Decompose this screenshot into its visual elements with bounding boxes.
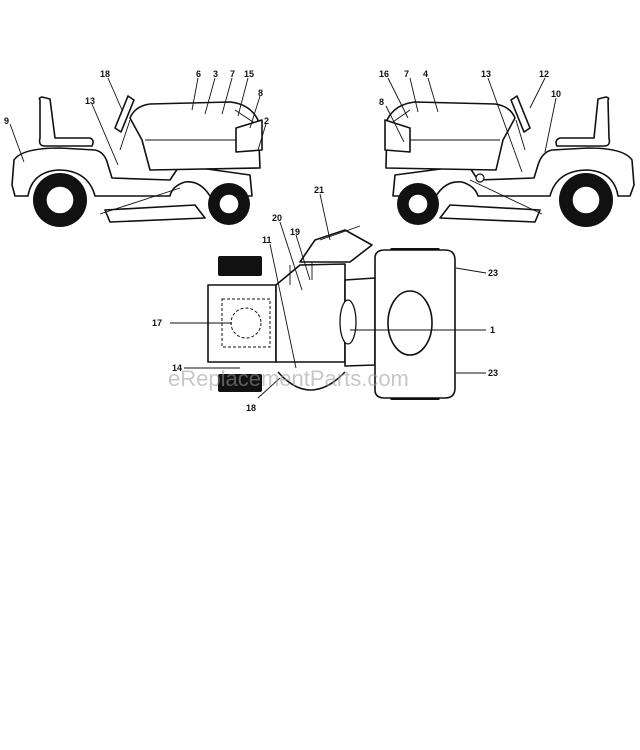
callout-18-left: 18 (100, 69, 110, 79)
watermark: eReplacementParts.com (168, 366, 409, 391)
callout-1-top: 1 (490, 325, 495, 335)
callout-8-left: 8 (258, 88, 263, 98)
left-view-leaders (9, 77, 267, 166)
callout-20-top: 20 (272, 213, 282, 223)
callout-13-left: 13 (85, 96, 95, 106)
callout-4-right: 4 (423, 69, 428, 79)
callout-7-right: 7 (404, 69, 409, 79)
right-view-callouts: 16 7 4 13 12 8 10 (379, 69, 561, 107)
callout-7-left: 7 (230, 69, 235, 79)
callout-18-top: 18 (246, 403, 256, 413)
callout-14-top: 14 (172, 363, 182, 373)
callout-10-right: 10 (551, 89, 561, 99)
top-view-leaders (170, 193, 487, 399)
left-side-view-tractor (11, 95, 263, 227)
callout-15-left: 15 (244, 69, 254, 79)
right-side-view-tractor (384, 95, 635, 227)
callout-11-top: 11 (262, 235, 272, 245)
top-view-tractor (207, 225, 456, 400)
callout-17-top: 17 (152, 318, 162, 328)
callout-12-right: 12 (539, 69, 549, 79)
top-view-callouts: 21 20 11 19 23 17 1 14 23 18 (152, 185, 498, 413)
callout-8-right: 8 (379, 97, 384, 107)
callout-9-left: 9 (4, 116, 9, 126)
left-view-callouts: 18 6 3 7 15 8 9 13 2 (4, 69, 269, 126)
callout-2-left: 2 (264, 116, 269, 126)
callout-3-left: 3 (213, 69, 218, 79)
callout-23-top-upper: 23 (488, 268, 498, 278)
callout-13-right: 13 (481, 69, 491, 79)
callout-21-top: 21 (314, 185, 324, 195)
callout-23-top-lower: 23 (488, 368, 498, 378)
callout-6-left: 6 (196, 69, 201, 79)
callout-19-top: 19 (290, 227, 300, 237)
callout-16-right: 16 (379, 69, 389, 79)
right-view-leaders (385, 77, 557, 173)
